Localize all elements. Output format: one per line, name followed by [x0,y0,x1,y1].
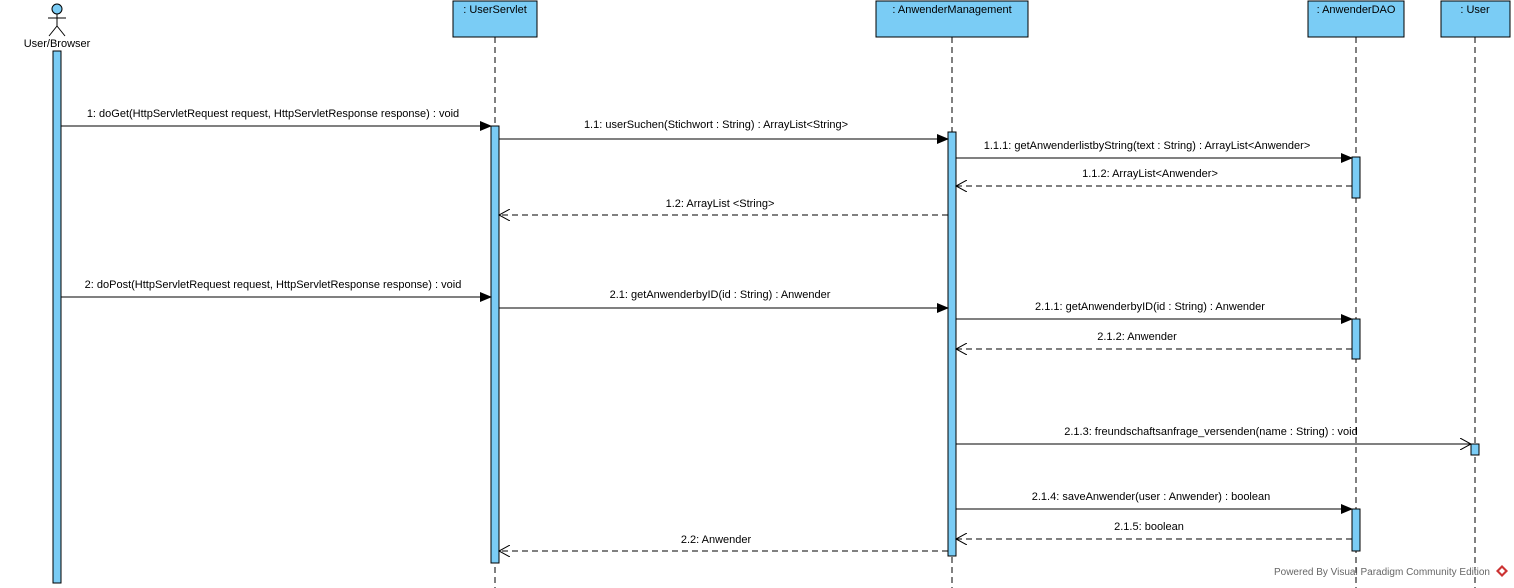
participant-label: : AnwenderManagement [892,4,1011,16]
participant-label: : UserServlet [463,4,527,16]
actor-head-icon [51,3,63,15]
message-2-2-return: 2.2: Anwender [499,534,948,551]
message-label: 2.1.4: saveAnwender(user : Anwender) : b… [1032,491,1270,503]
participant-box [452,0,538,38]
message-1-doget: 1: doGet(HttpServletRequest request, Htt… [61,108,492,131]
message-1-1-usersuchen: 1.1: userSuchen(Stichwort : String) : Ar… [499,119,949,144]
footer-watermark: Powered By Visual Paradigm Community Edi… [1274,565,1508,578]
message-2-dopost: 2: doPost(HttpServletRequest request, Ht… [61,279,492,302]
participant-user: : User [1440,0,1511,38]
participant-label: : AnwenderDAO [1317,4,1396,16]
visual-paradigm-logo-icon [1496,565,1508,577]
message-1-1-1-getanwenderlist: 1.1.1: getAnwenderlistbyString(text : St… [956,140,1353,163]
activation-bar-actor [52,50,62,584]
message-label: 1.1: userSuchen(Stichwort : String) : Ar… [584,119,848,131]
message-label: 2.1.2: Anwender [1097,331,1177,343]
message-label: 2.1.5: boolean [1114,521,1184,533]
actor-right-leg [56,25,66,37]
message-2-1-getanwenderbyid: 2.1: getAnwenderbyID(id : String) : Anwe… [499,289,949,313]
activation-bar-user [1470,443,1480,456]
footer-text: Powered By Visual Paradigm Community Edi… [1274,567,1490,578]
actor-left-leg [48,25,58,37]
message-label: 2.1.1: getAnwenderbyID(id : String) : An… [1035,301,1265,313]
activation-bar-management [947,131,957,557]
message-2-1-3-freundschaftsanfrage: 2.1.3: freundschaftsanfrage_versenden(na… [956,426,1471,444]
activation-bar-dao-3 [1351,508,1361,552]
message-1-1-2-return: 1.1.2: ArrayList<Anwender> [956,168,1352,186]
message-label: 1.1.1: getAnwenderlistbyString(text : St… [984,140,1311,152]
activation-bar-servlet [490,125,500,564]
participant-label: : User [1460,4,1490,16]
message-label: 1: doGet(HttpServletRequest request, Htt… [87,108,459,120]
participant-box [1440,0,1511,38]
activation-bar-dao-2 [1351,318,1361,360]
message-label: 2.2: Anwender [681,534,752,546]
participant-anwender-management: : AnwenderManagement [875,0,1029,38]
actor-user-browser: User/Browser [24,3,91,50]
activation-bar-dao-1 [1351,156,1361,199]
message-label: 1.2: ArrayList <String> [666,198,775,210]
message-2-1-5-return: 2.1.5: boolean [956,521,1352,539]
participant-anwender-dao: : AnwenderDAO [1307,0,1405,38]
message-1-2-return: 1.2: ArrayList <String> [499,198,948,215]
message-label: 2.1: getAnwenderbyID(id : String) : Anwe… [610,289,831,301]
message-label: 1.1.2: ArrayList<Anwender> [1082,168,1218,180]
participant-box [1307,0,1405,38]
message-2-1-1-getanwenderbyid: 2.1.1: getAnwenderbyID(id : String) : An… [956,301,1353,324]
message-2-1-4-saveanwender: 2.1.4: saveAnwender(user : Anwender) : b… [956,491,1353,514]
participant-user-servlet: : UserServlet [452,0,538,38]
message-label: 2.1.3: freundschaftsanfrage_versenden(na… [1064,426,1358,438]
message-label: 2: doPost(HttpServletRequest request, Ht… [85,279,462,291]
message-2-1-2-return: 2.1.2: Anwender [956,331,1352,349]
actor-label: User/Browser [24,38,91,50]
participant-box [875,0,1029,38]
